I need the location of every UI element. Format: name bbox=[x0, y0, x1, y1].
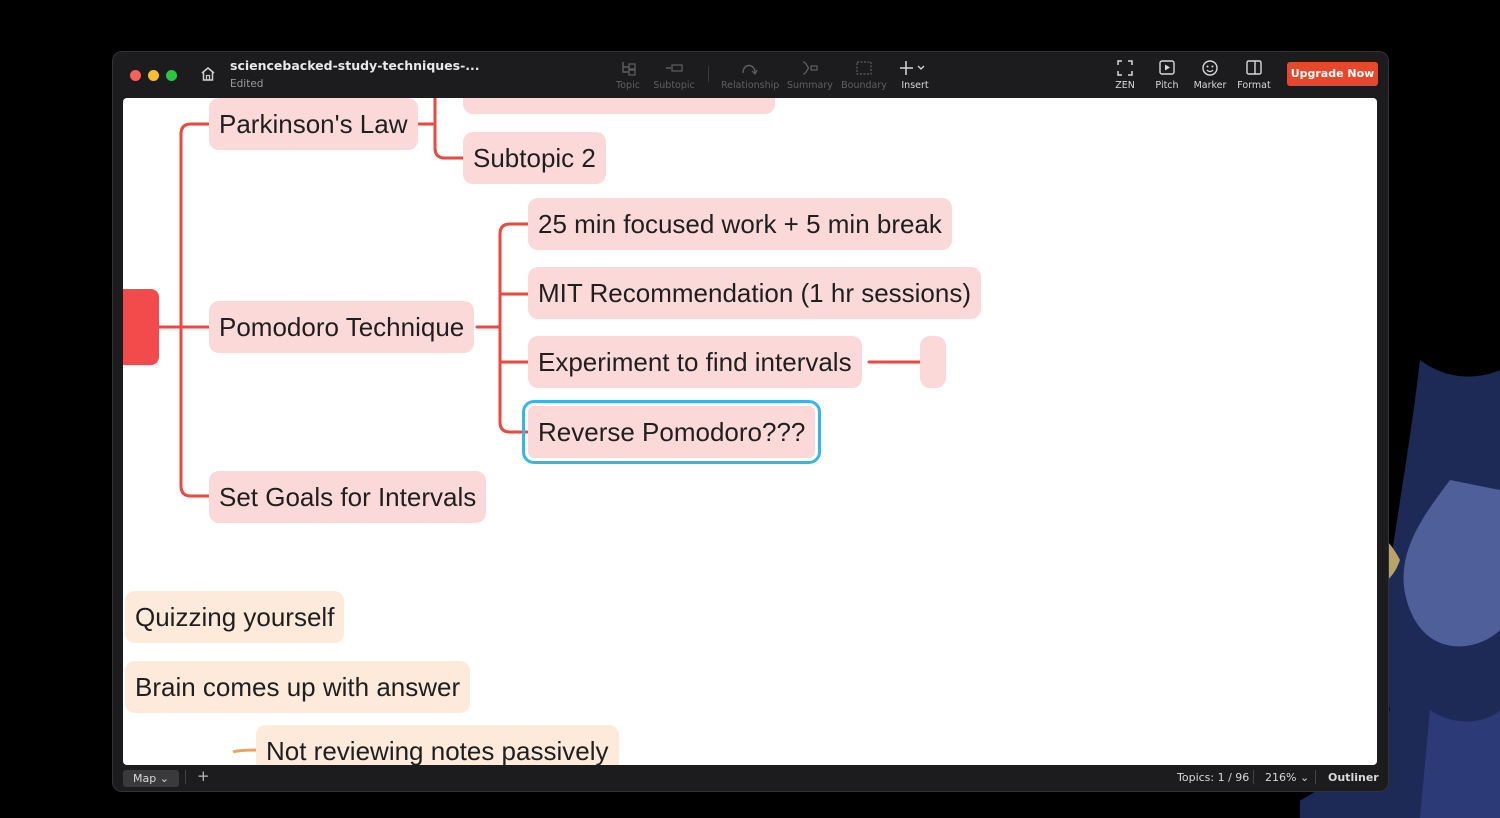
topic-not-reviewing-notes[interactable]: Not reviewing notes passively bbox=[256, 725, 619, 765]
document-title[interactable]: sciencebacked-study-techniques-... bbox=[230, 58, 480, 73]
pitch-button[interactable]: Pitch bbox=[1152, 58, 1182, 91]
summary-icon bbox=[787, 58, 831, 78]
topic-button[interactable]: Topic bbox=[613, 58, 643, 91]
status-divider bbox=[185, 770, 186, 784]
topic-set-goals-intervals[interactable]: Set Goals for Intervals bbox=[209, 471, 487, 523]
subtopic-icon bbox=[653, 58, 695, 78]
chevron-down-icon: ⌄ bbox=[159, 772, 169, 785]
summary-button[interactable]: Summary bbox=[787, 58, 833, 91]
topic-count: Topics: 1 / 96 bbox=[1177, 771, 1250, 784]
plus-chevron-icon bbox=[897, 58, 933, 78]
title-bar: sciencebacked-study-techniques-... Edite… bbox=[113, 52, 1388, 98]
topic-clipped-top[interactable] bbox=[463, 98, 775, 114]
format-button[interactable]: Format bbox=[1236, 58, 1272, 91]
boundary-icon bbox=[841, 58, 887, 78]
zen-button[interactable]: ZEN bbox=[1111, 58, 1139, 91]
subtopic-experiment-intervals[interactable]: Experiment to find intervals bbox=[528, 336, 862, 388]
toolbar-divider bbox=[708, 66, 709, 82]
subtopic-mit-recommendation[interactable]: MIT Recommendation (1 hr sessions) bbox=[528, 267, 982, 319]
minimize-window-button[interactable] bbox=[148, 70, 159, 81]
relationship-button[interactable]: Relationship bbox=[721, 58, 779, 91]
status-bar: Map ⌄ + Topics: 1 / 96 216% ⌄ Outliner bbox=[113, 765, 1388, 791]
subtopic-button[interactable]: Subtopic bbox=[653, 58, 695, 91]
upgrade-now-button[interactable]: Upgrade Now bbox=[1287, 62, 1378, 86]
add-sheet-plus-icon[interactable]: + bbox=[197, 767, 210, 785]
subtopic-25-min-focused-work[interactable]: 25 min focused work + 5 min break bbox=[528, 198, 952, 250]
smiley-icon bbox=[1192, 58, 1228, 78]
branch-connectors bbox=[157, 98, 922, 754]
topic-brain-comes-up-with-answer[interactable]: Brain comes up with answer bbox=[125, 661, 471, 713]
marker-button[interactable]: Marker bbox=[1192, 58, 1228, 91]
insert-button[interactable]: Insert bbox=[897, 58, 933, 91]
subtopic-reverse-pomodoro-selected[interactable]: Reverse Pomodoro??? bbox=[521, 400, 822, 464]
fullscreen-icon bbox=[1111, 58, 1139, 78]
topic-subtopic-2[interactable]: Subtopic 2 bbox=[463, 132, 606, 184]
status-divider bbox=[1315, 770, 1316, 784]
close-window-button[interactable] bbox=[130, 70, 141, 81]
mindmap-canvas[interactable]: Parkinson's Law Subtopic 2 Pomodoro Tech… bbox=[123, 98, 1377, 765]
topic-icon bbox=[613, 58, 643, 78]
topic-parkinsons-law[interactable]: Parkinson's Law bbox=[209, 98, 418, 150]
central-topic[interactable] bbox=[123, 289, 159, 365]
relationship-icon bbox=[721, 58, 777, 78]
topic-quizzing-yourself[interactable]: Quizzing yourself bbox=[125, 591, 345, 643]
map-view-dropdown[interactable]: Map ⌄ bbox=[123, 770, 179, 787]
status-divider bbox=[1253, 770, 1254, 784]
document-status: Edited bbox=[230, 78, 264, 90]
topic-pomodoro-technique[interactable]: Pomodoro Technique bbox=[209, 301, 475, 353]
zoom-window-button[interactable] bbox=[166, 70, 177, 81]
empty-subtopic[interactable] bbox=[920, 336, 946, 388]
app-window: sciencebacked-study-techniques-... Edite… bbox=[112, 51, 1389, 792]
panel-icon bbox=[1236, 58, 1272, 78]
boundary-button[interactable]: Boundary bbox=[841, 58, 887, 91]
outliner-button[interactable]: Outliner bbox=[1328, 771, 1379, 784]
zoom-level[interactable]: 216% ⌄ bbox=[1265, 771, 1310, 784]
play-icon bbox=[1152, 58, 1182, 78]
home-icon[interactable] bbox=[199, 65, 217, 83]
